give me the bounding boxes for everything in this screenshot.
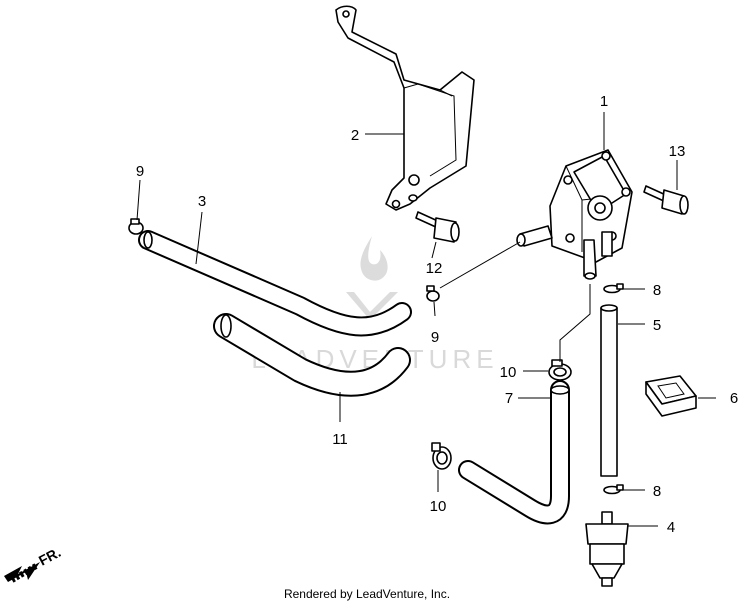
clamp-8a-part bbox=[603, 283, 624, 294]
callout-2: 2 bbox=[351, 127, 359, 144]
callout-8-lower: 8 bbox=[653, 483, 661, 500]
callout-10-lower: 10 bbox=[430, 498, 447, 515]
callout-4: 4 bbox=[667, 519, 675, 536]
arrow-down-left-icon bbox=[4, 562, 40, 583]
callout-11: 11 bbox=[332, 431, 348, 448]
callout-3: 3 bbox=[198, 193, 206, 210]
bolt-12-part bbox=[415, 211, 460, 243]
render-credit: Rendered by LeadVenture, Inc. bbox=[284, 587, 450, 601]
callout-1: 1 bbox=[600, 93, 608, 110]
fuel-pump-part bbox=[516, 149, 633, 280]
callout-8-upper: 8 bbox=[653, 282, 661, 299]
clamp-10a-part bbox=[548, 359, 572, 381]
direction-label: FR. bbox=[36, 544, 63, 569]
hose-5-part bbox=[600, 304, 618, 477]
clamp-9b-part bbox=[426, 285, 440, 302]
fuel-filter-part bbox=[585, 511, 629, 587]
leader-lines bbox=[136, 112, 716, 527]
hose-11-part bbox=[213, 313, 411, 397]
flame-logo-icon bbox=[346, 236, 398, 320]
bracket-part bbox=[335, 5, 475, 211]
callout-12: 12 bbox=[426, 260, 443, 277]
callout-13: 13 bbox=[669, 143, 686, 160]
callout-6: 6 bbox=[730, 390, 738, 407]
callout-9-left: 9 bbox=[136, 163, 144, 180]
callout-10-upper: 10 bbox=[500, 364, 517, 381]
clamp-8b-part bbox=[603, 484, 624, 495]
hose-7-part bbox=[458, 380, 570, 525]
clamp-9a-part bbox=[128, 218, 144, 235]
clamp-10b-part bbox=[431, 442, 452, 470]
callout-9-right: 9 bbox=[431, 329, 439, 346]
callout-7: 7 bbox=[505, 390, 513, 407]
hose-3-part bbox=[138, 230, 412, 337]
direction-indicator: FR. bbox=[4, 544, 63, 583]
bolt-13-part bbox=[643, 185, 689, 215]
callout-5: 5 bbox=[653, 317, 661, 334]
grommet-part bbox=[645, 375, 697, 417]
